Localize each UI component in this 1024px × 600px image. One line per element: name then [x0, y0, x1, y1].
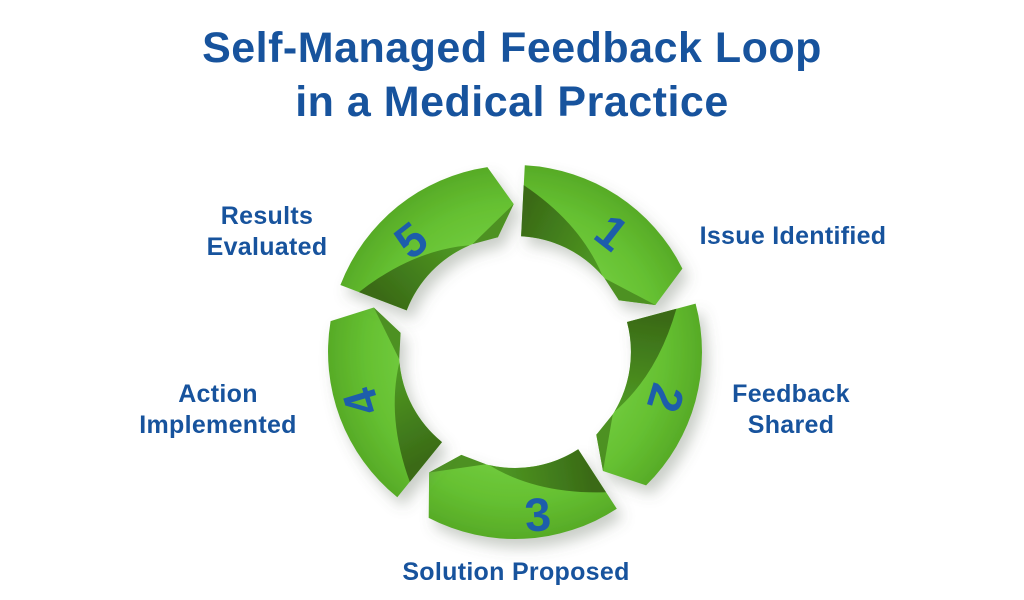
step-label-issue-identified: Issue Identified [699, 222, 887, 250]
step-label-solution-proposed: Solution Proposed [402, 558, 630, 586]
page-title-line1: Self-Managed Feedback Loop [202, 24, 822, 72]
page-title: Self-Managed Feedback Loop in a Medical … [0, 21, 1024, 129]
page-title-line2: in a Medical Practice [295, 78, 729, 126]
ring-segment-1 [521, 165, 683, 305]
ring-segment-5 [340, 167, 514, 311]
step-label-feedback-shared: Feedback Shared [732, 380, 850, 439]
step-label-action-implemented: Action Implemented [139, 380, 297, 439]
step-number-3: 3 [523, 487, 553, 542]
step-label-results-evaluated: Results Evaluated [206, 202, 328, 261]
ring-segment-4 [328, 307, 442, 498]
ring-segment-3 [428, 449, 617, 539]
ring-segment-2 [596, 303, 702, 486]
